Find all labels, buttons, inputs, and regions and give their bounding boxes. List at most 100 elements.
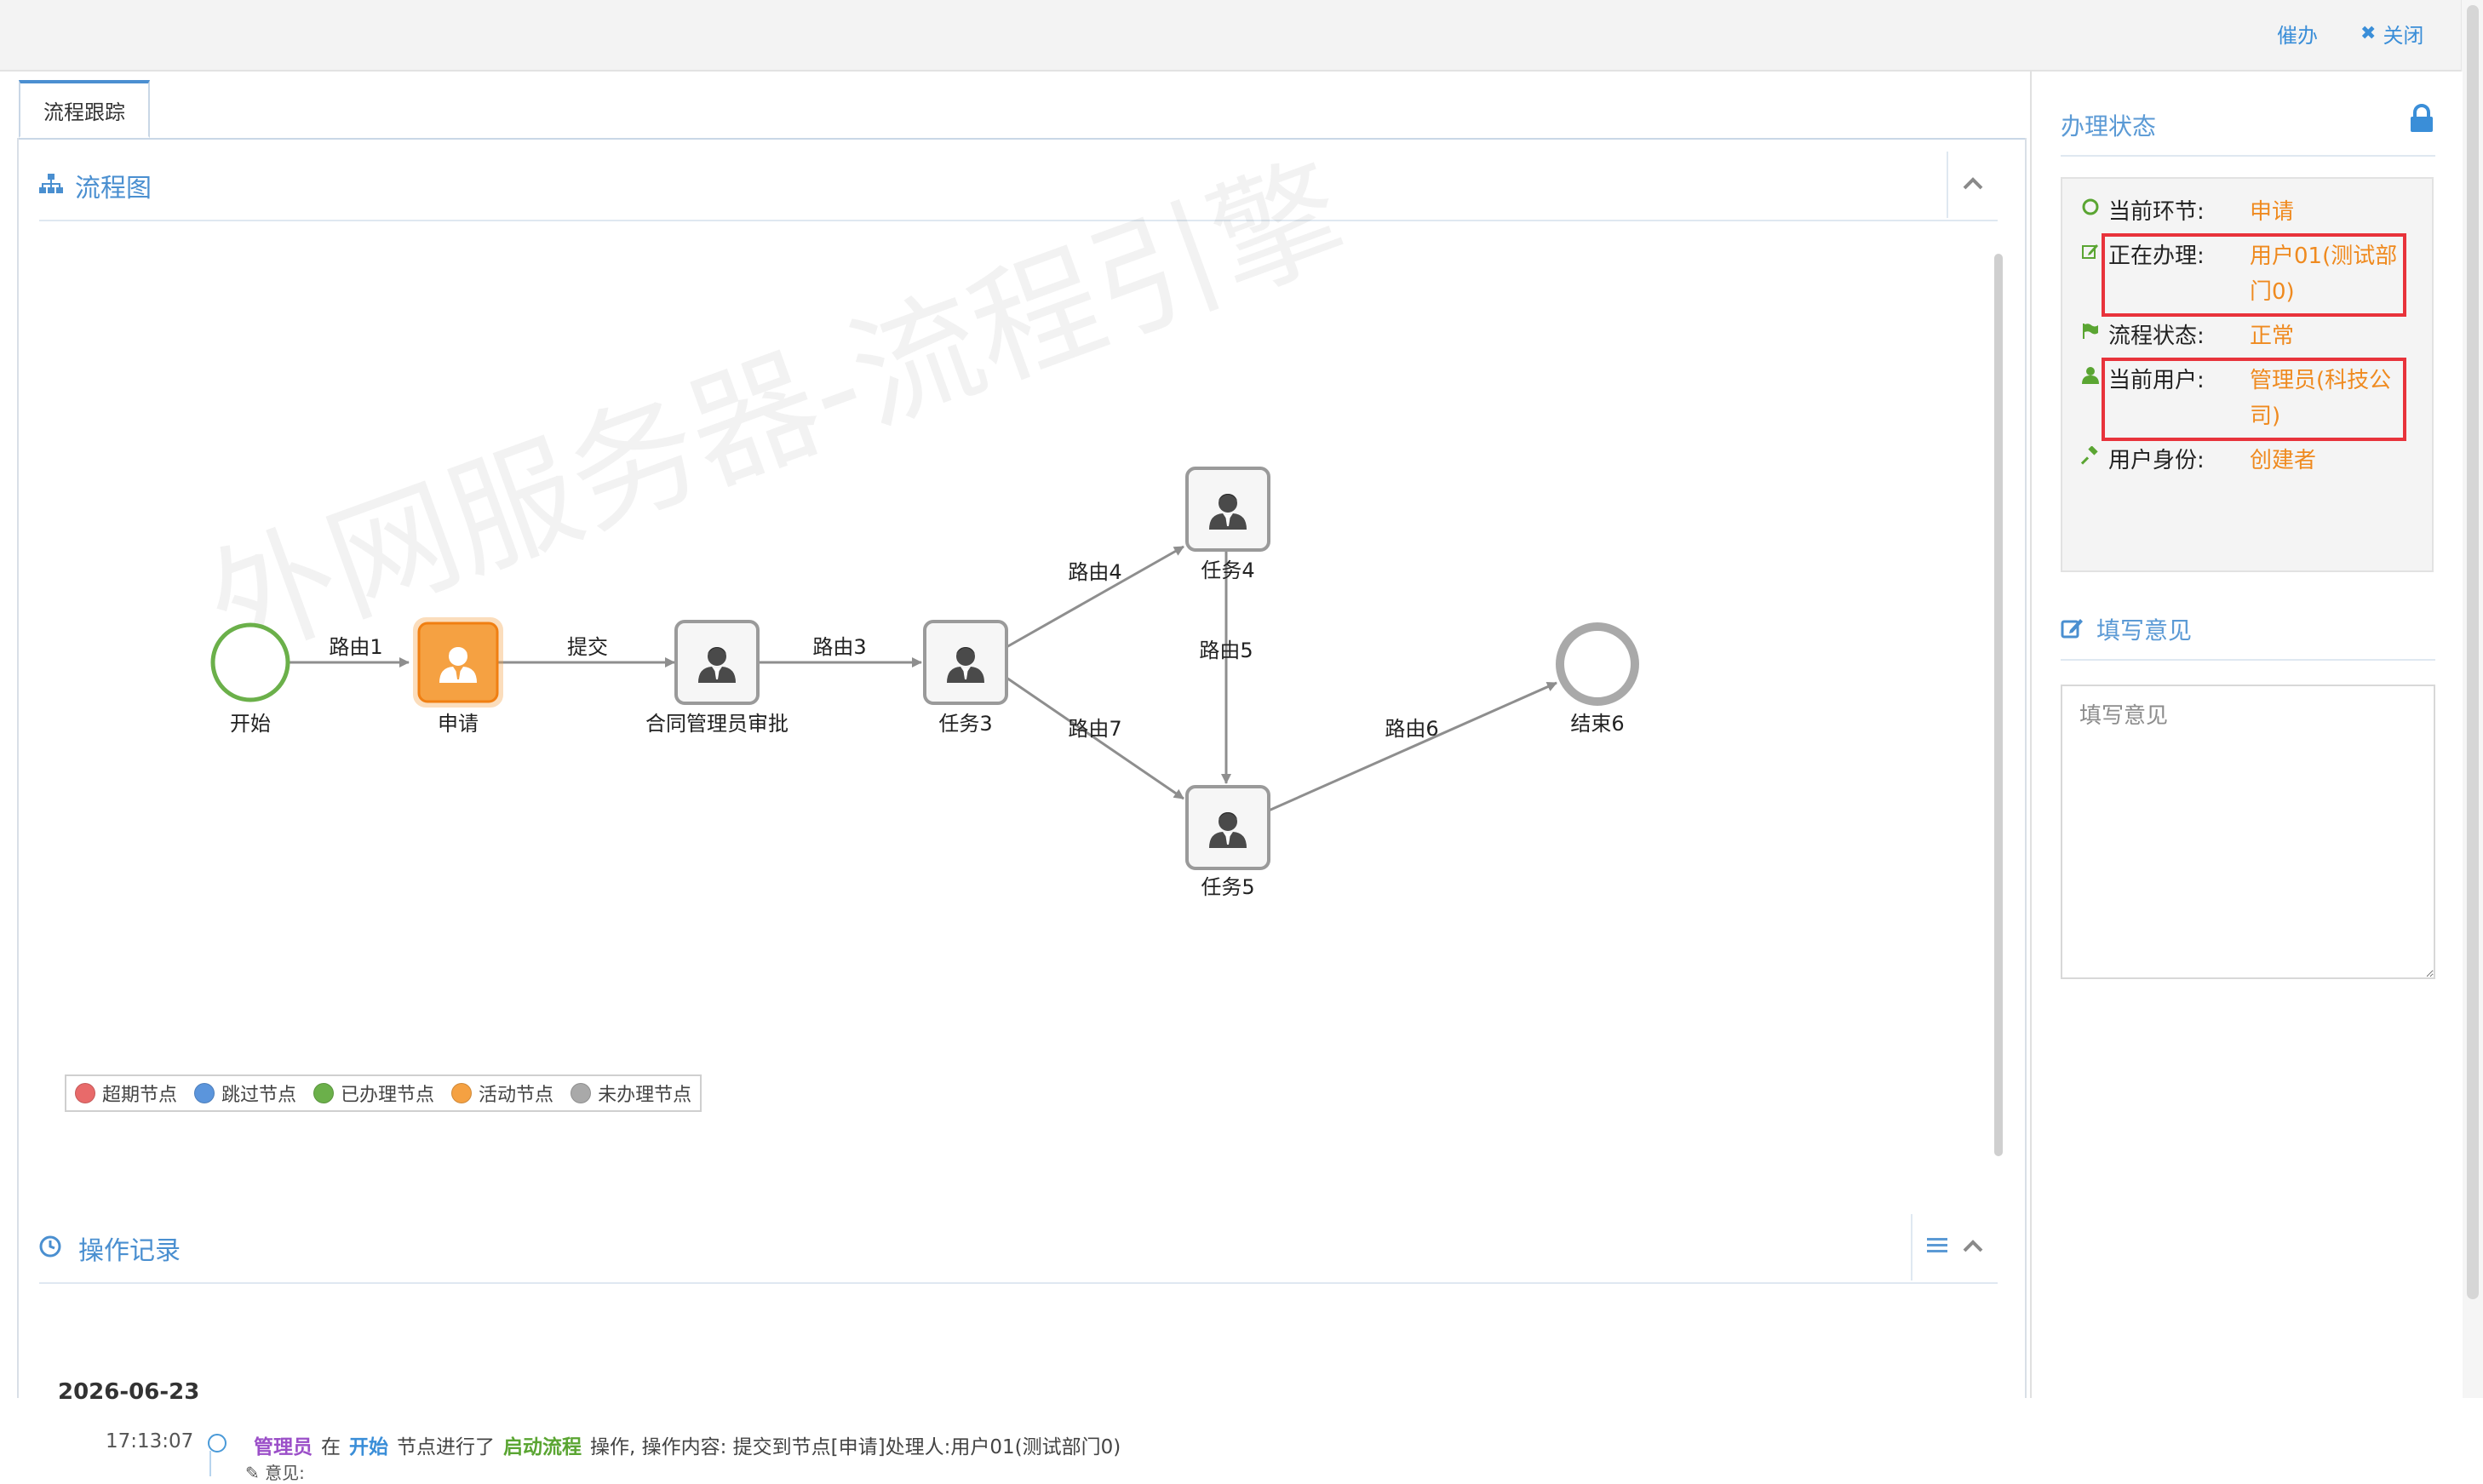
- flag-icon: [2078, 318, 2103, 341]
- flow-diagram: 路由1 提交 路由3 路由4 路由5 路由7 路由6: [210, 467, 1639, 899]
- diagram-scrollbar-thumb[interactable]: [1994, 254, 2003, 1156]
- record-word-at: 在: [321, 1436, 341, 1458]
- flow-edges: [290, 545, 1557, 812]
- close-button[interactable]: ✖ 关闭: [2360, 19, 2423, 49]
- node-label-task3: 任务3: [938, 712, 992, 736]
- tab-content: [17, 138, 2027, 1398]
- legend-dot: [451, 1083, 473, 1103]
- diagram-scrollbar[interactable]: [1989, 244, 2008, 1257]
- legend-dot: [313, 1083, 335, 1103]
- status-label: 正在办理:: [2108, 244, 2205, 269]
- flowchart-title: 流程图: [75, 174, 152, 203]
- edge-label-route1: 路由1: [329, 635, 382, 659]
- edge-label-submit: 提交: [567, 635, 608, 659]
- legend-item-skipped: 跳过节点: [194, 1080, 296, 1107]
- page-scrollbar[interactable]: [2461, 0, 2483, 1398]
- status-box: 当前环节: 申请 正在办理: 用户01(测试部门0) 流程状态: 正常: [2061, 177, 2434, 572]
- node-label-start: 开始: [230, 712, 271, 736]
- flowchart-controls: [1947, 152, 1998, 218]
- record-action: 启动流程: [503, 1436, 582, 1458]
- opinion-header: 填写意见: [2061, 599, 2435, 661]
- urge-button[interactable]: 催办: [2277, 19, 2318, 49]
- highlight-box-handling: [2102, 233, 2406, 317]
- records-title: 操作记录: [78, 1236, 181, 1266]
- node-task4[interactable]: [1185, 467, 1270, 552]
- tab-flow-tracking[interactable]: 流程跟踪: [19, 80, 150, 138]
- record-opinion: ✎ 意见:: [245, 1459, 305, 1484]
- node-apply[interactable]: [413, 617, 503, 708]
- records-header: 操作记录: [39, 1214, 1998, 1284]
- status-row-handling: 正在办理: 用户01(测试部门0): [2078, 238, 2411, 310]
- legend-dot: [571, 1083, 592, 1103]
- highlight-box-current-user: [2102, 358, 2406, 441]
- main-panel: 流程跟踪 流程图 外网服务器-流程引擎: [17, 77, 2027, 1483]
- node-label-task4: 任务4: [1201, 559, 1254, 582]
- status-row-current-user: 当前用户: 管理员(科技公司): [2078, 363, 2411, 434]
- node-task5[interactable]: [1185, 785, 1270, 870]
- legend-label: 跳过节点: [221, 1085, 297, 1106]
- legend-dot: [75, 1083, 95, 1103]
- legend: 超期节点 跳过节点 已办理节点 活动节点 未办理节点: [65, 1074, 702, 1112]
- status-label: 当前用户:: [2108, 368, 2205, 393]
- status-label: 用户身份:: [2108, 448, 2205, 473]
- record-time: 17:13:07: [106, 1430, 194, 1452]
- status-value: 创建者: [2250, 448, 2317, 473]
- edge-label-route7: 路由7: [1068, 717, 1121, 741]
- record-date: 2026-06-23: [58, 1379, 200, 1405]
- legend-label: 活动节点: [479, 1085, 554, 1106]
- edge-label-route4: 路由4: [1068, 560, 1121, 584]
- flowchart-header: 流程图: [39, 152, 1998, 221]
- node-task3[interactable]: [923, 620, 1008, 705]
- status-label: 当前环节:: [2108, 199, 2205, 225]
- node-start[interactable]: [210, 622, 290, 702]
- lock-icon[interactable]: [2408, 104, 2435, 136]
- opinion-textarea[interactable]: [2061, 685, 2435, 979]
- status-value: 用户01(测试部门0): [2250, 244, 2398, 305]
- legend-item-active: 活动节点: [451, 1080, 553, 1107]
- user-icon: [2078, 363, 2103, 385]
- opinion-title: 填写意见: [2096, 616, 2193, 645]
- legend-label: 超期节点: [102, 1085, 178, 1106]
- legend-item-done: 已办理节点: [313, 1080, 434, 1107]
- status-value: 管理员(科技公司): [2250, 368, 2392, 429]
- node-contract-review[interactable]: [674, 620, 760, 705]
- record-opinion-label: 意见:: [265, 1463, 305, 1483]
- top-toolbar: 催办 ✖ 关闭: [0, 0, 2461, 72]
- collapse-chevron-up-icon[interactable]: [1962, 1238, 1984, 1257]
- sitemap-icon: [39, 173, 63, 198]
- node-label-end: 结束6: [1570, 712, 1624, 736]
- gavel-icon: [2078, 443, 2103, 465]
- legend-dot: [194, 1083, 215, 1103]
- timeline-dot: [208, 1434, 227, 1452]
- node-label-contract-review: 合同管理员审批: [645, 712, 788, 736]
- close-label: 关闭: [2383, 24, 2424, 48]
- edit-icon: [2061, 616, 2084, 642]
- node-label-apply: 申请: [438, 712, 479, 736]
- urge-label: 催办: [2277, 24, 2318, 48]
- status-row-current-step: 当前环节: 申请: [2078, 194, 2411, 230]
- collapse-chevron-up-icon[interactable]: [1962, 175, 1984, 194]
- status-label: 流程状态:: [2108, 324, 2205, 349]
- status-title: 办理状态: [2061, 112, 2157, 140]
- list-menu-icon[interactable]: [1926, 1236, 1948, 1258]
- node-label-task5: 任务5: [1201, 875, 1254, 899]
- edit-icon: [2078, 238, 2103, 261]
- legend-item-pending: 未办理节点: [571, 1080, 691, 1107]
- status-row-identity: 用户身份: 创建者: [2078, 443, 2411, 478]
- edge-label-route5: 路由5: [1199, 639, 1253, 662]
- page-scrollbar-thumb[interactable]: [2467, 5, 2479, 1299]
- status-value: 申请: [2250, 199, 2295, 225]
- tab-bar: 流程跟踪: [17, 77, 2027, 140]
- record-word-node: 节点进行了: [397, 1436, 495, 1458]
- clock-icon: [39, 1235, 61, 1261]
- timeline-line: [209, 1451, 211, 1476]
- edge-label-route3: 路由3: [812, 635, 866, 659]
- node-end[interactable]: [1556, 622, 1639, 706]
- legend-label: 未办理节点: [598, 1085, 692, 1106]
- side-panel: 办理状态 当前环节: 申请 正在办理: 用户01(测试部门0): [2030, 72, 2463, 1398]
- record-user[interactable]: 管理员: [254, 1436, 313, 1458]
- records-controls: [1911, 1214, 1998, 1281]
- tab-label: 流程跟踪: [43, 100, 125, 124]
- edge-label-route6: 路由6: [1385, 717, 1438, 741]
- record-node[interactable]: 开始: [349, 1436, 388, 1458]
